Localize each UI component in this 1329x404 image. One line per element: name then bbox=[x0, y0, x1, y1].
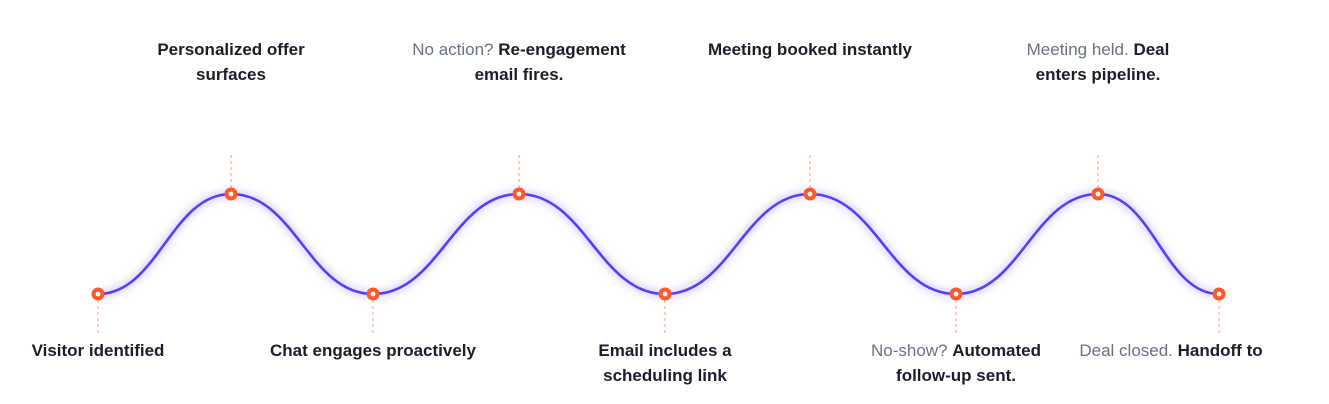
step-label-9: Deal closed. Handoff to bbox=[1021, 338, 1321, 363]
label-muted-text: Meeting held. bbox=[1026, 40, 1134, 59]
connector-lines bbox=[97, 155, 1220, 333]
label-muted-text: No-show? bbox=[870, 341, 953, 360]
step-markers bbox=[91, 187, 1226, 301]
label-emphasis-text: enters pipeline. bbox=[1035, 65, 1161, 84]
label-emphasis-text: follow-up sent. bbox=[896, 366, 1016, 385]
label-muted-text: No action? bbox=[412, 40, 499, 59]
step-marker-dot-6 bbox=[807, 191, 813, 197]
step-label-2: Personalized offer surfaces bbox=[81, 37, 381, 87]
step-marker-dot-1 bbox=[95, 291, 101, 297]
step-marker-dot-4 bbox=[516, 191, 522, 197]
step-label-5-line-2: scheduling link bbox=[515, 363, 815, 388]
step-marker-dot-8 bbox=[1095, 191, 1101, 197]
step-label-4-line-2: email fires. bbox=[369, 62, 669, 87]
step-label-1: Visitor identified bbox=[8, 338, 188, 363]
step-label-5: Email includes a scheduling link bbox=[515, 338, 815, 388]
label-emphasis-text: Re-engagement bbox=[498, 40, 626, 59]
step-label-5-line-1: Email includes a bbox=[515, 338, 815, 363]
step-label-4: No action? Re-engagement email fires. bbox=[369, 37, 669, 87]
label-emphasis-text: Personalized offer bbox=[157, 40, 305, 59]
label-emphasis-text: Visitor identified bbox=[31, 341, 165, 360]
step-label-3: Chat engages proactively bbox=[223, 338, 523, 363]
step-label-7-line-2: follow-up sent. bbox=[806, 363, 1106, 388]
step-marker-dot-3 bbox=[370, 291, 376, 297]
step-label-7-line-1: No-show? Automated bbox=[806, 338, 1106, 363]
label-muted-text: Deal closed. bbox=[1079, 341, 1178, 360]
label-emphasis-text: surfaces bbox=[196, 65, 266, 84]
step-label-6-line-1: Meeting booked instantly bbox=[660, 37, 960, 62]
step-marker-dot-5 bbox=[662, 291, 668, 297]
step-label-2-line-1: Personalized offer bbox=[81, 37, 381, 62]
label-emphasis-text: scheduling link bbox=[603, 366, 727, 385]
step-marker-dot-2 bbox=[228, 191, 234, 197]
step-label-2-line-2: surfaces bbox=[81, 62, 381, 87]
label-emphasis-text: Automated bbox=[952, 341, 1042, 360]
label-emphasis-text: Meeting booked instantly bbox=[707, 40, 913, 59]
wave-glow bbox=[97, 190, 1220, 298]
step-marker-dot-9 bbox=[1216, 291, 1222, 297]
label-emphasis-text: email fires. bbox=[474, 65, 564, 84]
step-label-8-line-1: Meeting held. Deal bbox=[948, 37, 1248, 62]
label-emphasis-text: Deal bbox=[1133, 40, 1170, 59]
step-label-9-line-1: Deal closed. Handoff to bbox=[1021, 338, 1321, 363]
step-label-8: Meeting held. Deal enters pipeline. bbox=[948, 37, 1248, 87]
step-label-4-line-1: No action? Re-engagement bbox=[369, 37, 669, 62]
label-emphasis-text: Chat engages proactively bbox=[270, 341, 476, 360]
step-label-1-line-1: Visitor identified bbox=[8, 338, 188, 363]
label-emphasis-text: Email includes a bbox=[598, 341, 732, 360]
step-marker-dot-7 bbox=[953, 291, 959, 297]
step-label-3-line-1: Chat engages proactively bbox=[223, 338, 523, 363]
label-emphasis-text: Handoff to bbox=[1177, 341, 1263, 360]
step-label-8-line-2: enters pipeline. bbox=[948, 62, 1248, 87]
step-label-7: No-show? Automated follow-up sent. bbox=[806, 338, 1106, 388]
step-label-6: Meeting booked instantly bbox=[660, 37, 960, 62]
